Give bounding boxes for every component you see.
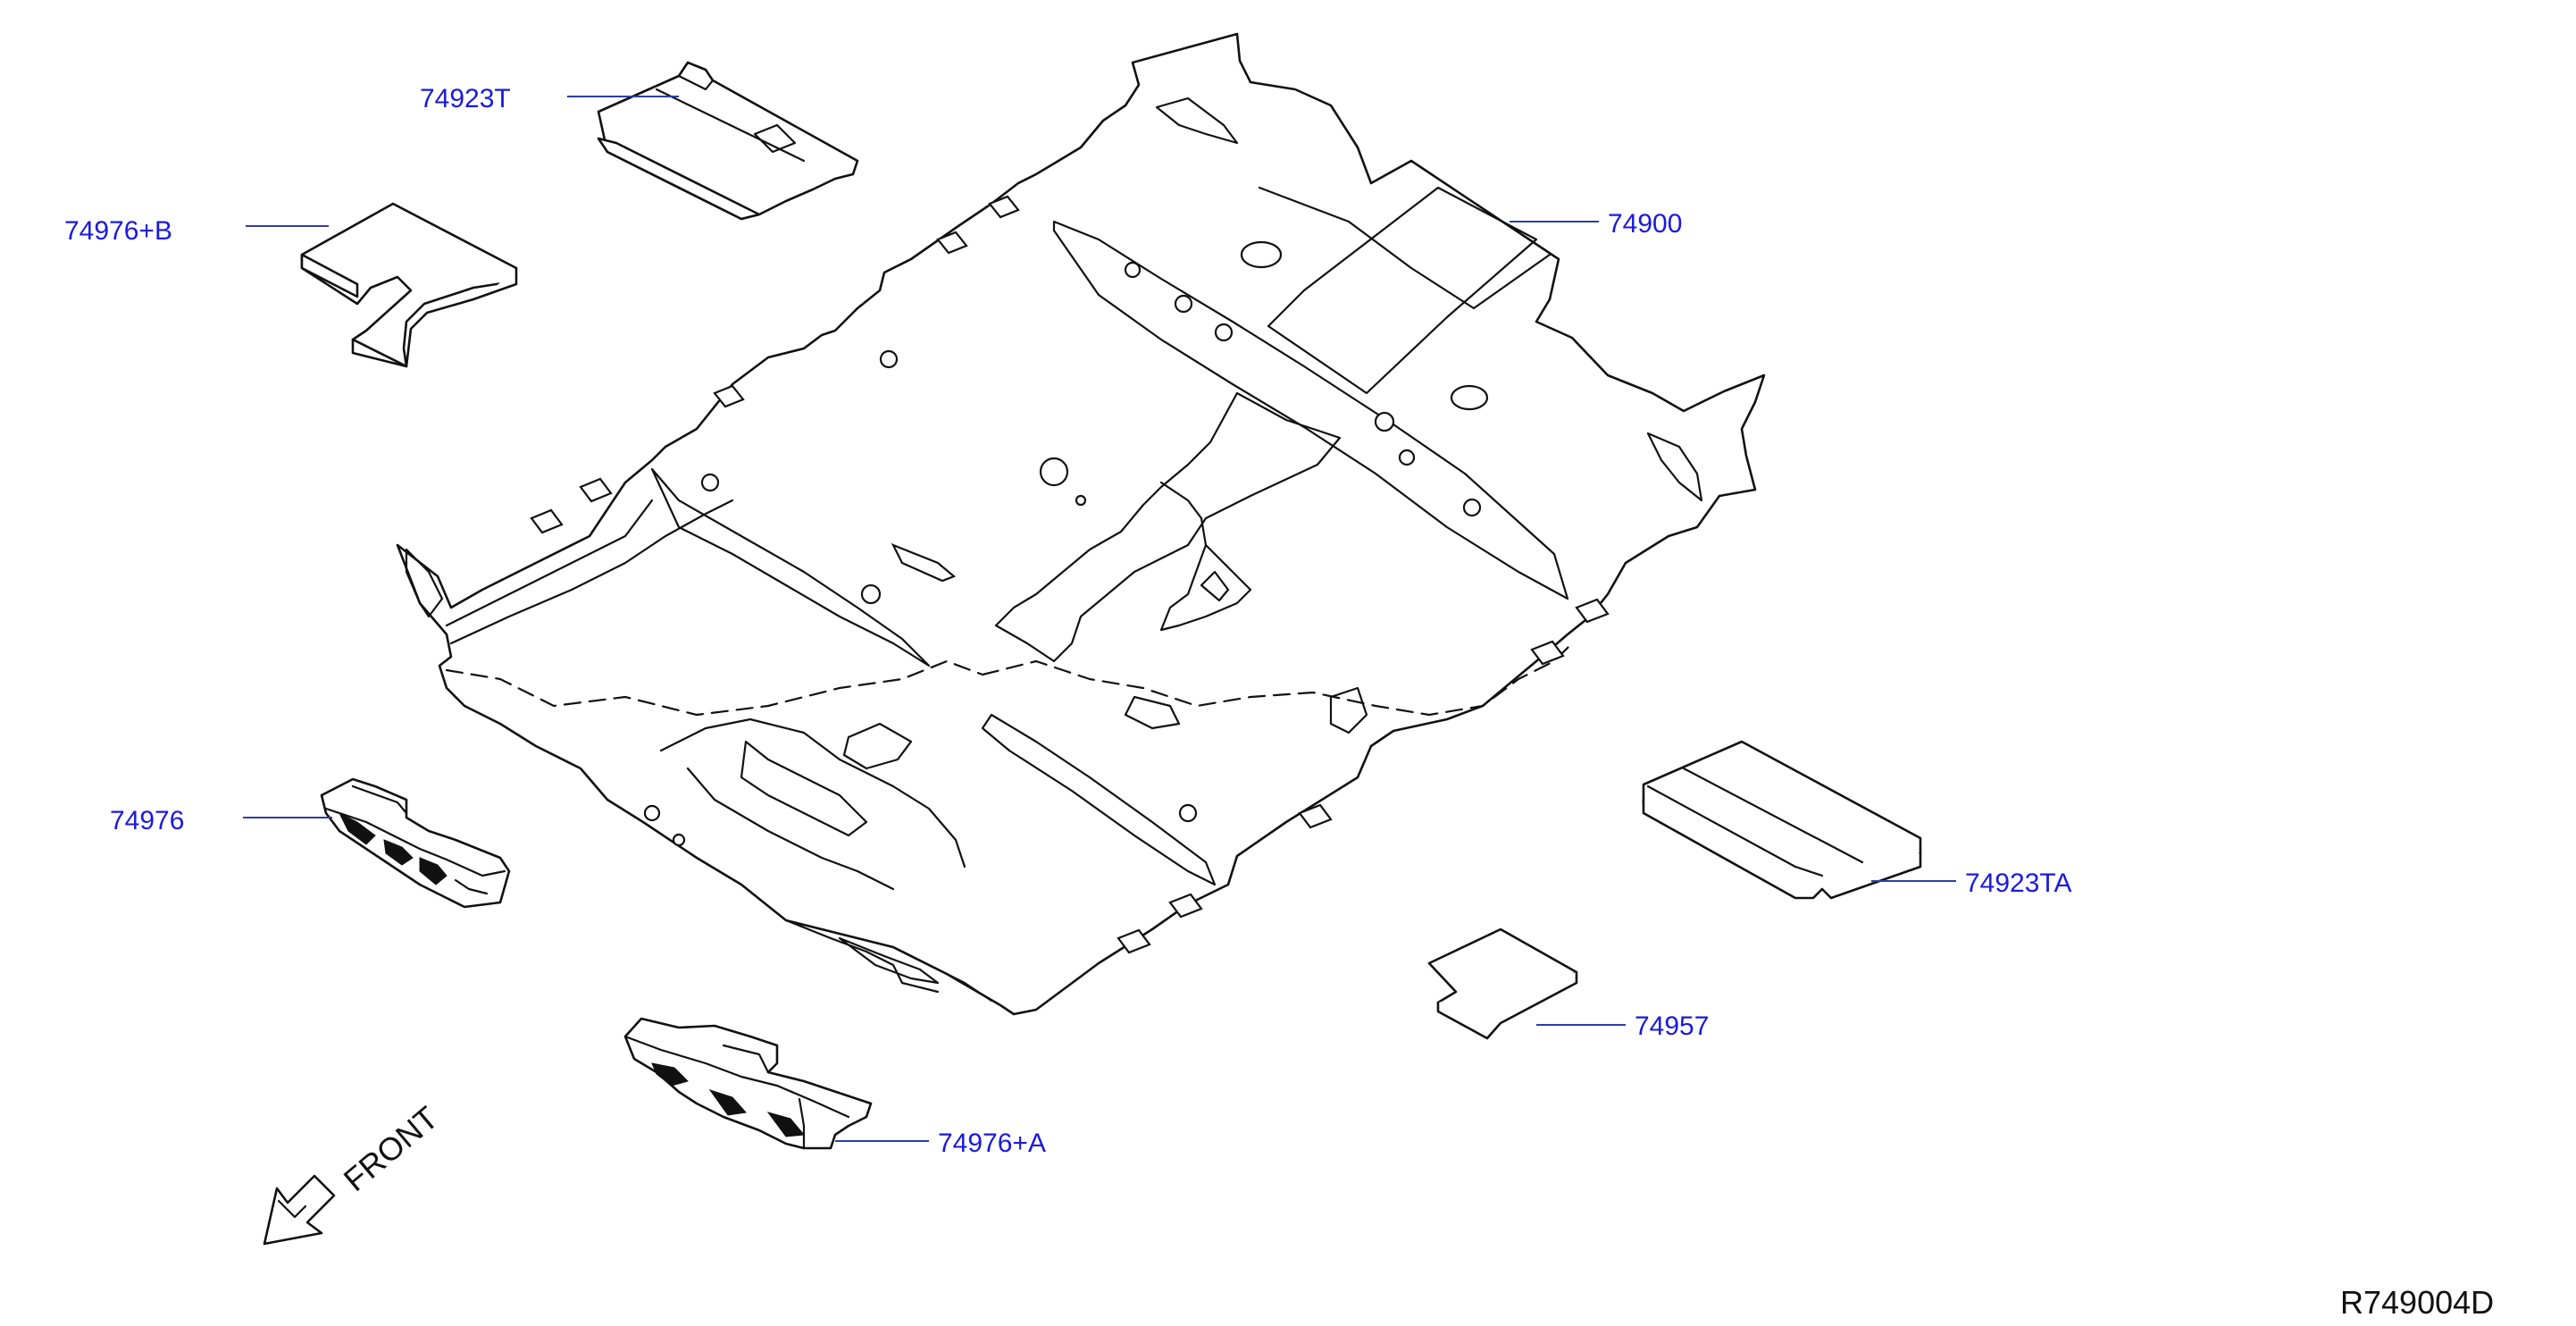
insulator-74976-A[interactable] <box>623 1017 873 1150</box>
callout-74900[interactable]: 74900 <box>1608 209 1682 239</box>
callout-74923TA[interactable]: 74923TA <box>1965 869 2072 898</box>
callout-74923T[interactable]: 74923T <box>420 84 511 113</box>
callout-74976-B[interactable]: 74976+B <box>64 216 172 246</box>
callout-74976[interactable]: 74976 <box>110 806 184 835</box>
callout-74957[interactable]: 74957 <box>1635 1011 1709 1041</box>
callout-74976-A[interactable]: 74976+A <box>938 1129 1046 1158</box>
mat-74923T[interactable] <box>597 61 859 221</box>
floor-carpet-74900[interactable] <box>396 32 1766 1016</box>
mat-74923TA[interactable] <box>1642 740 1922 900</box>
front-label: FRONT <box>337 1099 445 1198</box>
insulator-74976[interactable] <box>320 777 511 909</box>
front-arrow-icon <box>263 1174 336 1246</box>
insulator-74976-B[interactable] <box>300 202 518 368</box>
callout-labels: 74923T 74976+B 74900 74976 74923TA 74957… <box>64 84 2072 1158</box>
drawing-number: R749004D <box>2340 1284 2494 1321</box>
mat-74957[interactable] <box>1427 927 1578 1040</box>
front-indicator: FRONT <box>263 1099 445 1246</box>
leader-lines <box>243 96 1956 1142</box>
